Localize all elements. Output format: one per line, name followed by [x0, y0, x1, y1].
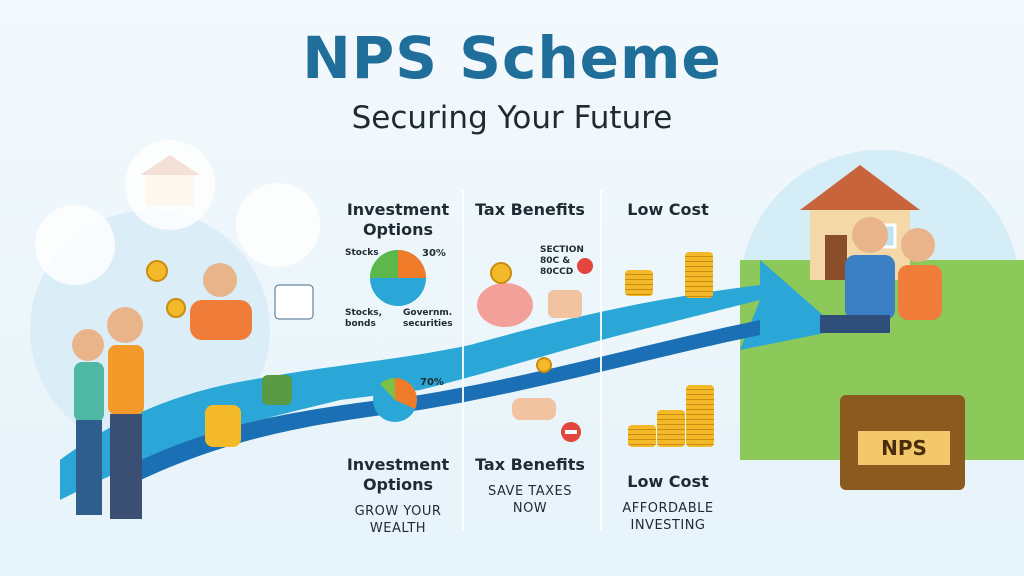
low-cost-card: Low Cost AFFORDABLE INVESTING	[608, 472, 728, 534]
pie-chart-top	[370, 250, 426, 306]
coin-stack-icon	[625, 270, 653, 296]
chart-label: 70%	[420, 377, 444, 388]
river-arrow	[60, 260, 840, 500]
piggy-bank	[477, 283, 533, 327]
page-title: NPS Scheme	[302, 24, 722, 92]
coin-stack-icon	[628, 425, 656, 447]
tax-benefits-card: Tax Benefits SAVE TAXES NOW	[470, 455, 590, 517]
money-bag-icon	[205, 405, 241, 447]
money-bag-icon	[262, 375, 292, 405]
chart-label: 30%	[422, 248, 446, 259]
low-cost-tagline: AFFORDABLE INVESTING	[622, 501, 714, 533]
minus-icon	[577, 258, 593, 274]
coin-stack-icon	[686, 385, 714, 447]
tax-benefits-title: Tax Benefits	[475, 455, 585, 474]
investment-options-tagline: GROW YOUR WEALTH	[354, 504, 442, 536]
investment-options-heading: Investment Options	[346, 200, 450, 239]
thumbs-up	[548, 290, 582, 318]
page-subtitle: Securing Your Future	[351, 100, 673, 136]
pie-chart-bottom	[373, 378, 417, 422]
low-cost-heading: Low Cost	[627, 200, 709, 219]
investment-options-card: Investment Options GROW YOUR WEALTH	[338, 455, 458, 537]
section-label: SECTION 80C & 80CCD	[540, 245, 584, 277]
coin-icon	[490, 262, 512, 284]
low-cost-title: Low Cost	[627, 472, 709, 491]
coin-icon	[146, 260, 168, 282]
chart-label: Stocks, bonds	[345, 308, 383, 329]
coin-stack-icon	[657, 410, 685, 447]
tax-benefits-tagline: SAVE TAXES NOW	[488, 484, 572, 516]
elderly-couple-right	[820, 217, 942, 333]
couple-left	[72, 307, 144, 519]
divider	[462, 190, 464, 530]
divider	[600, 190, 602, 530]
coin-icon	[166, 298, 186, 318]
coin-stack-icon	[685, 252, 713, 298]
chart-label: Stocks	[345, 248, 379, 258]
coin-icon	[536, 357, 552, 373]
chart-label: Governm. securities	[403, 308, 453, 329]
elderly-man	[190, 263, 252, 340]
handshake	[512, 398, 556, 420]
nps-chest-label: NPS	[855, 428, 953, 468]
calendar-icon	[274, 284, 314, 320]
investment-options-title: Investment Options	[346, 455, 450, 494]
tax-benefits-heading: Tax Benefits	[475, 200, 585, 219]
